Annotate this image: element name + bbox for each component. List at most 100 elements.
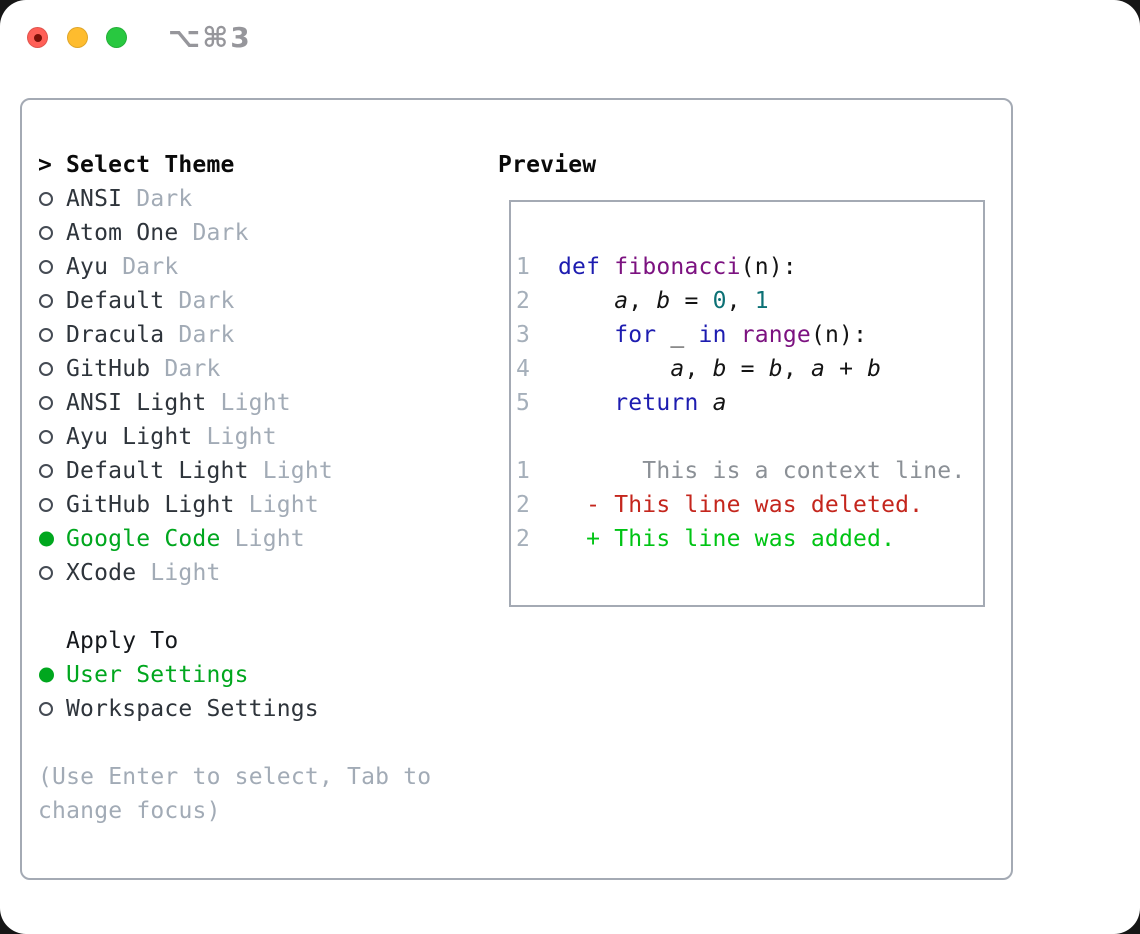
code-token: b [656, 288, 671, 314]
theme-list-title: Select Theme [66, 152, 235, 178]
theme-option-xcode[interactable]: XCode Light [38, 556, 333, 590]
radio-unselected-icon [38, 556, 66, 590]
code-token: + This line was added. [558, 526, 896, 552]
code-token: a [712, 390, 727, 416]
code-token: , [782, 356, 811, 382]
line-number: 3 [516, 322, 531, 348]
code-token [558, 322, 614, 348]
preview-diff-context-line: 1 This is a context line. [516, 454, 983, 488]
apply-option-user-settings[interactable]: User Settings [38, 658, 319, 692]
theme-variant-tag: Dark [178, 288, 235, 314]
preview-code-line: 2 a, b = 0, 1 [516, 284, 983, 318]
line-number: 1 [516, 458, 531, 484]
keyboard-hint: (Use Enter to select, Tab to change focu… [38, 760, 431, 828]
code-token: , [628, 288, 657, 314]
theme-variant-tag: Light [262, 458, 333, 484]
theme-variant-tag: Dark [192, 220, 249, 246]
theme-option-google-code[interactable]: Google Code Light [38, 522, 333, 556]
theme-option-github-light[interactable]: GitHub Light Light [38, 488, 333, 522]
window-title: ⌥⌘3 [168, 21, 252, 54]
apply-to-label: Apply To [66, 628, 179, 654]
theme-variant-tag: Dark [136, 186, 193, 212]
radio-unselected-icon [38, 182, 66, 216]
line-number: 5 [516, 390, 531, 416]
code-token: a [614, 288, 629, 314]
code-token: for [614, 322, 657, 348]
code-token [558, 356, 670, 382]
preview-code-line: 3 for _ in range(n): [516, 318, 983, 352]
preview-heading: Preview [498, 152, 597, 178]
code-token: This is a context line. [558, 458, 966, 484]
code-token: a [670, 356, 685, 382]
radio-unselected-icon [38, 488, 66, 522]
line-number: 2 [516, 492, 531, 518]
zoom-button[interactable] [106, 27, 127, 48]
theme-option-github[interactable]: GitHub Dark [38, 352, 333, 386]
theme-variant-tag: Dark [178, 322, 235, 348]
titlebar: ⌥⌘3 [0, 0, 1140, 98]
code-token [699, 390, 713, 416]
code-token: range [740, 322, 811, 348]
code-token [727, 322, 741, 348]
theme-name: ANSI Light [66, 390, 207, 416]
theme-option-dracula[interactable]: Dracula Dark [38, 318, 333, 352]
close-dot-icon [33, 33, 42, 42]
theme-option-default-light[interactable]: Default Light Light [38, 454, 333, 488]
code-token: return [614, 390, 699, 416]
indent-spacer [38, 624, 66, 658]
code-token: (n): [740, 254, 797, 280]
theme-option-ansi[interactable]: ANSI Dark [38, 182, 333, 216]
preview-code-line: 5 return a [516, 386, 983, 420]
radio-unselected-icon [38, 216, 66, 250]
theme-name: GitHub Light [66, 492, 235, 518]
theme-variant-tag: Light [234, 526, 305, 552]
apply-option-name: Workspace Settings [66, 696, 319, 722]
theme-variant-tag: Dark [164, 356, 221, 382]
theme-name: Google Code [66, 526, 221, 552]
theme-name: Ayu [66, 254, 109, 280]
code-token: = [726, 356, 769, 382]
code-token: + [825, 356, 868, 382]
theme-variant-tag: Light [150, 560, 221, 586]
theme-option-default[interactable]: Default Dark [38, 284, 333, 318]
theme-name: Ayu Light [66, 424, 193, 450]
code-token: in [698, 322, 727, 348]
radio-unselected-icon [38, 692, 66, 726]
code-token: , [726, 288, 755, 314]
theme-name: Default [66, 288, 165, 314]
close-button[interactable] [27, 27, 48, 48]
theme-option-atom-one[interactable]: Atom One Dark [38, 216, 333, 250]
code-token: fibonacci [614, 254, 741, 280]
code-token: - This line was deleted. [558, 492, 924, 518]
theme-option-ayu[interactable]: Ayu Dark [38, 250, 333, 284]
line-number: 4 [516, 356, 531, 382]
radio-unselected-icon [38, 454, 66, 488]
theme-option-ansi-light[interactable]: ANSI Light Light [38, 386, 333, 420]
hint-line: change focus) [38, 798, 221, 824]
apply-option-name: User Settings [66, 662, 249, 688]
preview-blank-line [516, 420, 983, 454]
theme-name: Dracula [66, 322, 165, 348]
code-token: def [558, 254, 601, 280]
minimize-button[interactable] [67, 27, 88, 48]
radio-selected-icon [38, 522, 66, 556]
code-token: a [810, 356, 826, 382]
code-token: 0 [712, 288, 727, 314]
theme-variant-tag: Light [220, 390, 291, 416]
code-token [558, 288, 614, 314]
theme-name: Atom One [66, 220, 179, 246]
theme-option-ayu-light[interactable]: Ayu Light Light [38, 420, 333, 454]
theme-name: GitHub [66, 356, 151, 382]
theme-list-header: > Select Theme [38, 148, 333, 182]
prompt-chevron-icon: > [38, 152, 53, 178]
theme-variant-tag: Light [248, 492, 319, 518]
code-token: , [684, 356, 713, 382]
apply-option-workspace-settings[interactable]: Workspace Settings [38, 692, 319, 726]
code-token: b [867, 356, 882, 382]
